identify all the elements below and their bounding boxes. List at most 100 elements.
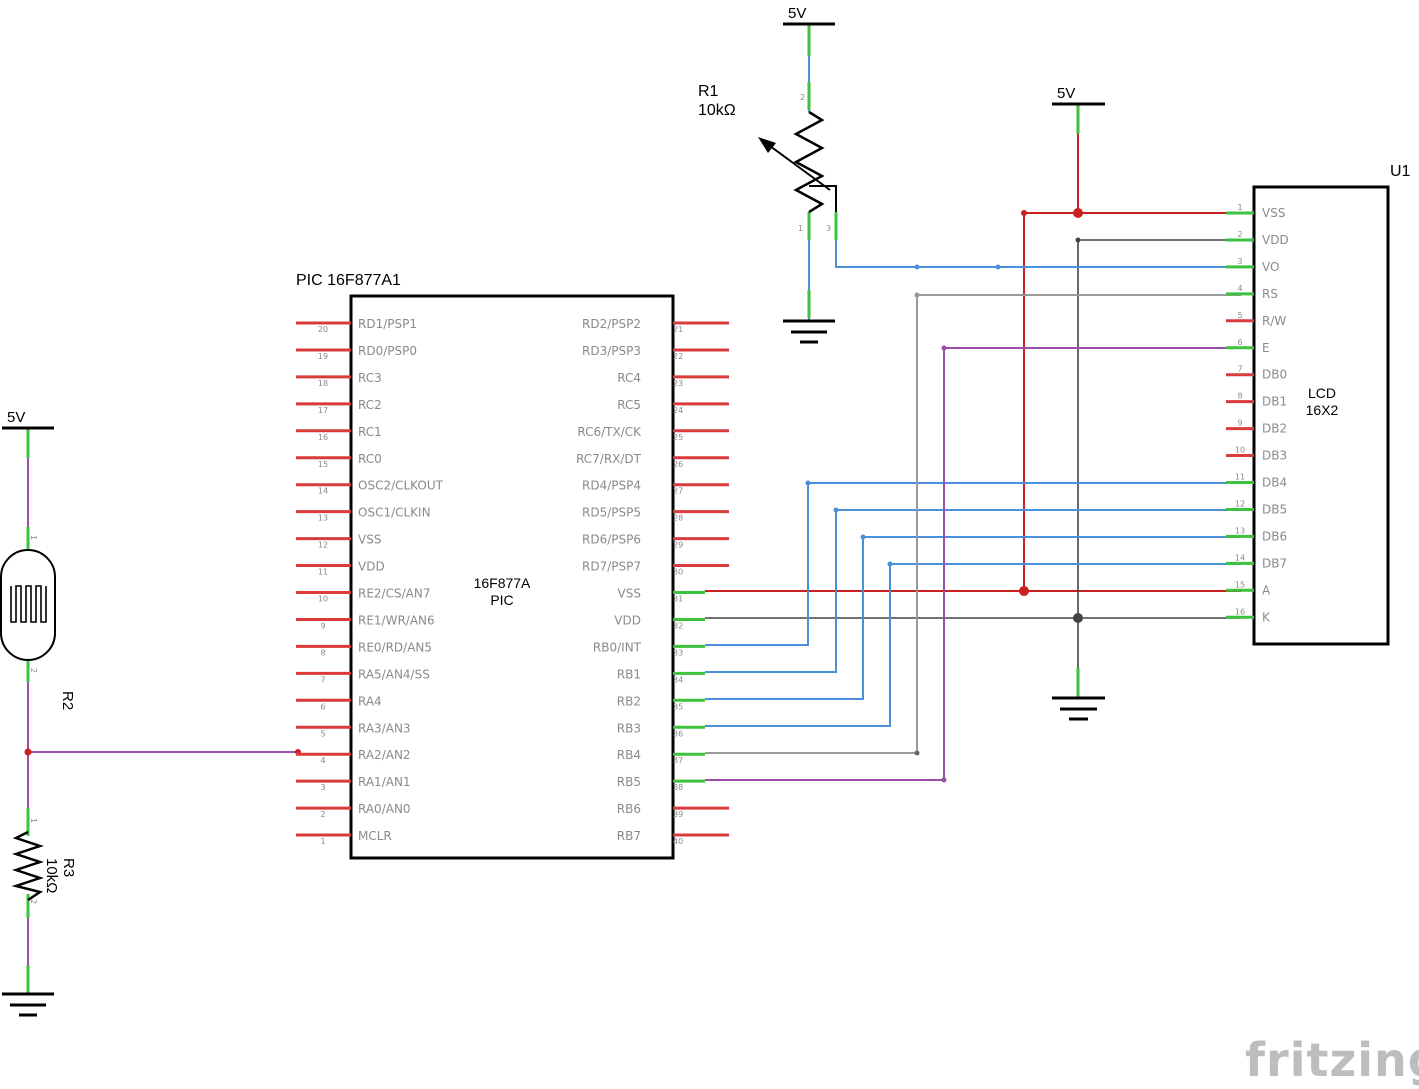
pin-label: RS bbox=[1262, 287, 1278, 301]
wire-rb0-db4[interactable] bbox=[705, 482, 1241, 646]
pin-number: 3 bbox=[320, 783, 325, 792]
pin-label: RB0/INT bbox=[593, 640, 642, 654]
pin-label: RA1/AN1 bbox=[358, 775, 411, 789]
wire-lcd-vdd-gnd[interactable] bbox=[1077, 239, 1241, 672]
junction-dot bbox=[887, 561, 893, 567]
r3-pin-num: 1 bbox=[29, 818, 38, 823]
vcc-5v-lcd: 5V bbox=[1052, 85, 1105, 106]
pin-number: 15 bbox=[318, 460, 328, 469]
pin-label: RC3 bbox=[358, 371, 382, 385]
junction-dot bbox=[914, 264, 920, 270]
wire-rb2-db6[interactable] bbox=[705, 536, 1241, 700]
wires bbox=[27, 24, 1241, 993]
junction-dot bbox=[1021, 210, 1027, 216]
wire-5v-lcd-vss[interactable] bbox=[1077, 131, 1241, 214]
photoresistor-r2[interactable]: R2 1 2 bbox=[0, 535, 76, 710]
pin-number: 2 bbox=[320, 810, 325, 819]
resistor-r3[interactable]: R3 10kΩ 1 2 bbox=[11, 818, 77, 904]
lcd-pin-13[interactable]: 13 DB6 bbox=[1226, 526, 1287, 543]
wire-rb4-lcd-rs[interactable] bbox=[705, 294, 1241, 754]
r1-arrow-shaft bbox=[769, 145, 831, 191]
pin-number: 36 bbox=[673, 729, 683, 738]
r3-ref: R3 bbox=[60, 858, 77, 877]
pin-label: RB1 bbox=[617, 667, 641, 681]
wire-rb1-db5[interactable] bbox=[705, 509, 1241, 673]
pin-label: DB6 bbox=[1262, 529, 1287, 543]
pin-label: MCLR bbox=[358, 829, 392, 843]
potentiometer-r1[interactable]: R1 10kΩ 2 1 3 bbox=[698, 83, 837, 233]
pin-label: DB7 bbox=[1262, 556, 1287, 570]
pin-number: 13 bbox=[1235, 526, 1245, 535]
junction-dot bbox=[805, 480, 811, 486]
wire-lcd-vss-to-anode[interactable] bbox=[1023, 212, 1078, 591]
pin-number: 5 bbox=[1237, 311, 1242, 320]
lcd-label: LCD bbox=[1308, 385, 1336, 401]
wire-rb3-db7[interactable] bbox=[705, 563, 1241, 727]
wire-rb5-lcd-e[interactable] bbox=[705, 347, 1241, 781]
pin-label: DB3 bbox=[1262, 449, 1287, 463]
pin-number: 8 bbox=[320, 648, 325, 657]
pic-pin-3[interactable]: 3 RA1/AN1 bbox=[296, 775, 411, 792]
pin-number: 23 bbox=[673, 379, 683, 388]
pin-number: 15 bbox=[1235, 580, 1245, 589]
wire-r1-wiper-lcd-vo[interactable] bbox=[835, 240, 1241, 268]
pin-number: 31 bbox=[673, 595, 683, 604]
